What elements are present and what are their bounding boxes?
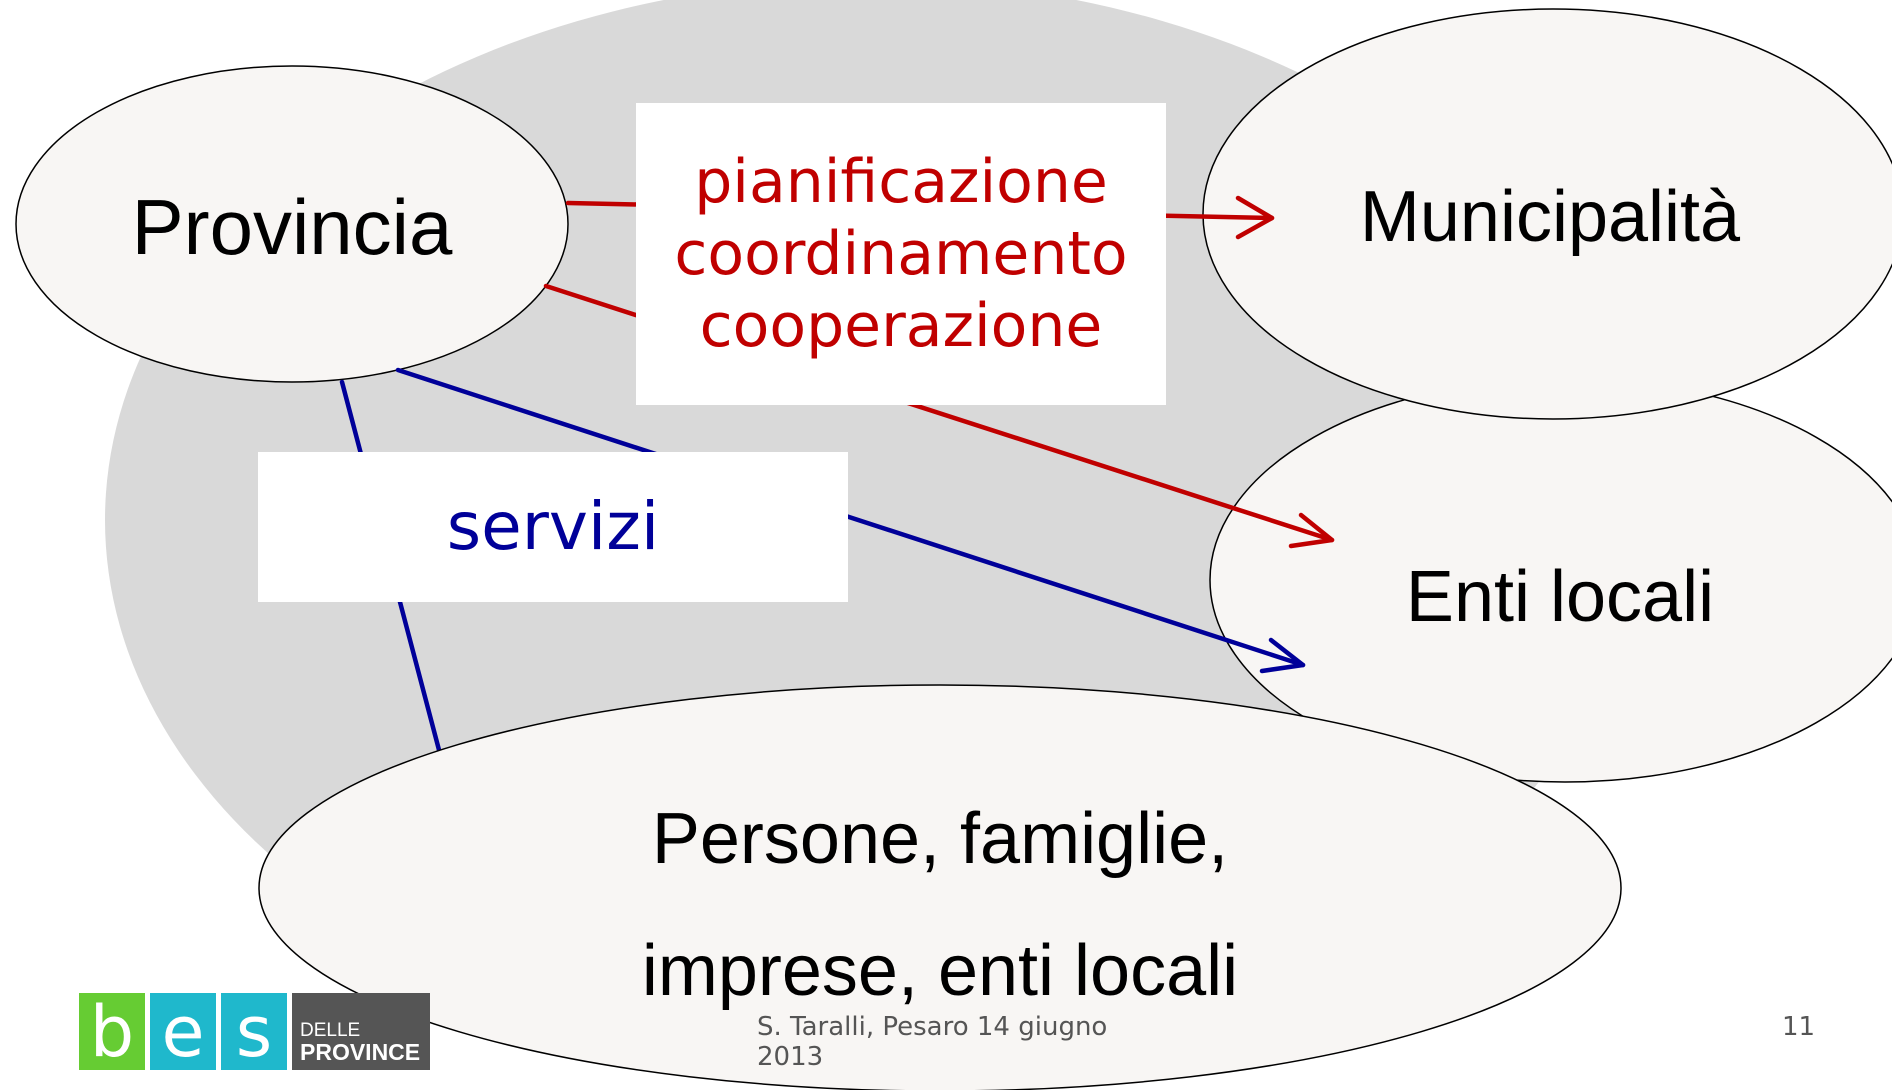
node-label-municipalita: Municipalità bbox=[1359, 177, 1741, 257]
node-label-persone-line-2: imprese, enti locali bbox=[641, 931, 1239, 1011]
logo-tile-e: e bbox=[150, 993, 216, 1070]
logo-tile-b: b bbox=[79, 993, 145, 1070]
arrow-head-enti-locali-red bbox=[1288, 512, 1335, 549]
logo-provinces-tile: DELLE PROVINCE bbox=[292, 993, 430, 1070]
logo-line-1: DELLE bbox=[300, 1019, 361, 1041]
red-label-line-1: pianificazione bbox=[694, 147, 1108, 217]
red-label-box: pianificazione coordinamento cooperazion… bbox=[636, 103, 1166, 405]
node-label-enti-locali: Enti locali bbox=[1405, 557, 1715, 637]
node-ellipse-persone[interactable] bbox=[258, 684, 1622, 1090]
bes-logo: b e s DELLE PROVINCE bbox=[79, 993, 430, 1070]
footer-citation: S. Taralli, Pesaro 14 giugno 2013 bbox=[757, 1012, 1108, 1072]
red-label-line-3: cooperazione bbox=[699, 291, 1103, 361]
arrow-head-enti-locali-blue bbox=[1259, 637, 1306, 674]
red-label-line-2: coordinamento bbox=[674, 219, 1128, 289]
page-number: 11 bbox=[1782, 1012, 1816, 1042]
arrow-provincia-to-enti-locali-blue bbox=[395, 367, 1306, 668]
blue-label: servizi bbox=[446, 488, 660, 566]
blue-label-box: servizi bbox=[258, 452, 848, 602]
logo-line-2: PROVINCE bbox=[300, 1038, 421, 1065]
node-ellipse-municipalita[interactable] bbox=[1202, 8, 1892, 420]
logo-tile-s: s bbox=[221, 993, 287, 1070]
arrow-head-municipalita bbox=[1235, 195, 1275, 240]
node-ellipse-provincia[interactable] bbox=[15, 65, 569, 383]
node-label-provincia: Provincia bbox=[131, 183, 453, 271]
node-label-persone-line-1: Persone, famiglie, bbox=[651, 799, 1229, 879]
